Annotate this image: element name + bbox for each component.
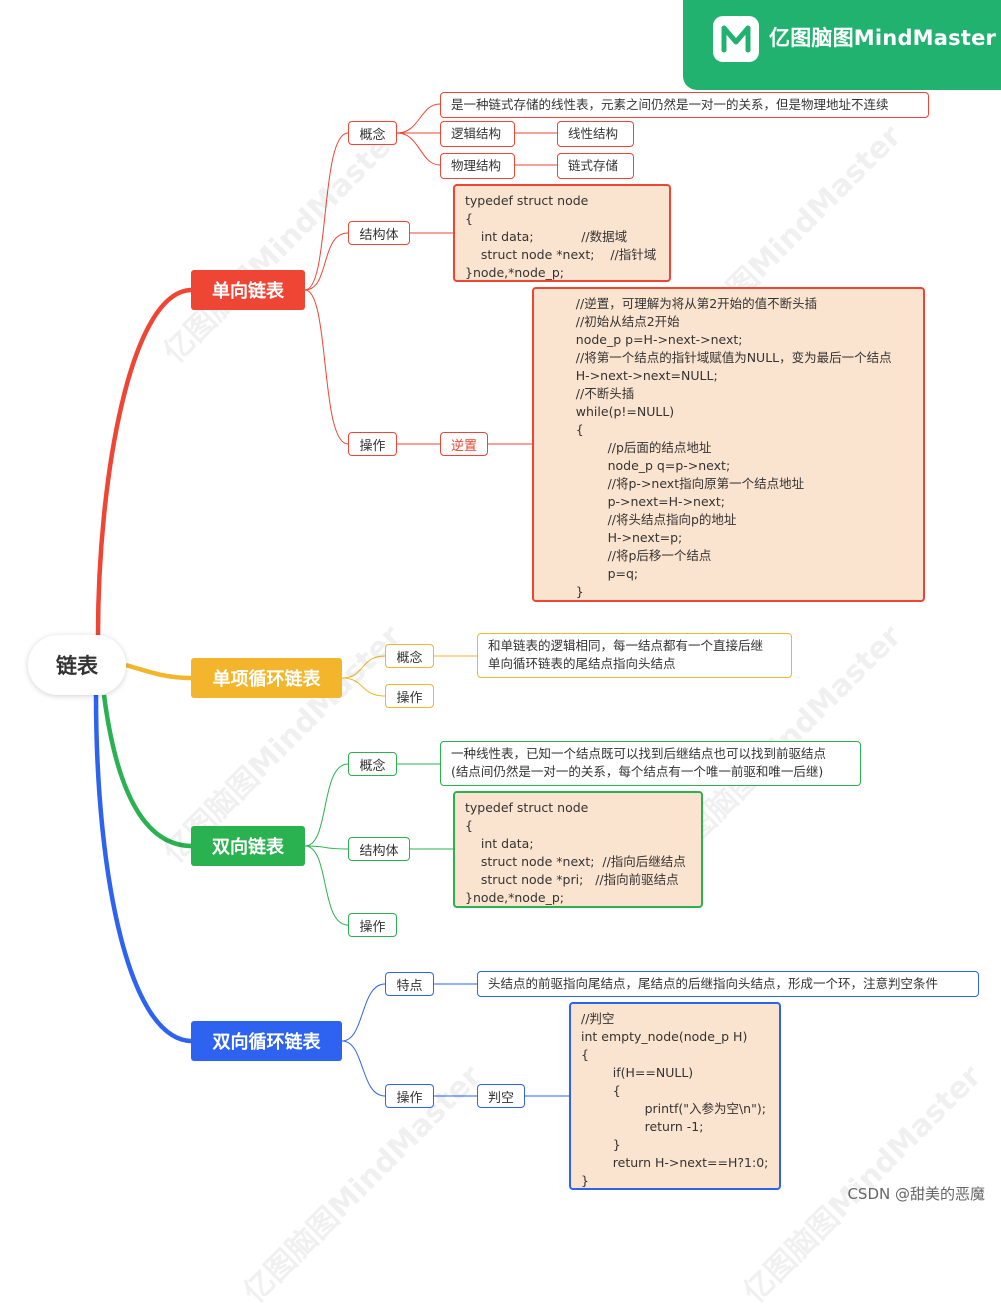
desc-line-2: (结点间仍然是一对一的关系，每个结点有一个唯一前驱和唯一后继) xyxy=(451,764,824,779)
singly-physical-node[interactable]: 物理结构 xyxy=(440,153,515,179)
singly-ops-node[interactable]: 操作 xyxy=(348,432,397,456)
branch-doubly[interactable]: 双向链表 xyxy=(191,826,305,866)
csdn-credit: CSDN @甜美的恶魔 xyxy=(847,1185,985,1203)
singly-circular-concept-desc[interactable]: 和单链表的逻辑相同，每一结点都有一个直接后继 单向循环链表的尾结点指向头结点 xyxy=(477,633,792,678)
desc-line-2: 单向循环链表的尾结点指向头结点 xyxy=(488,656,676,671)
singly-reverse-node[interactable]: 逆置 xyxy=(440,432,488,456)
desc-line-1: 一种线性表，已知一个结点既可以找到后继结点也可以找到前驱结点 xyxy=(451,746,827,761)
edge-root-singly xyxy=(95,287,193,636)
doubly-concept-node[interactable]: 概念 xyxy=(348,752,397,776)
doubly-ops-node[interactable]: 操作 xyxy=(348,913,397,937)
branch-doubly-circular[interactable]: 双向循环链表 xyxy=(191,1021,342,1061)
singly-physical-value[interactable]: 链式存储 xyxy=(557,153,634,179)
singly-logical-node[interactable]: 逻辑结构 xyxy=(440,121,515,147)
doubly-circular-ops-node[interactable]: 操作 xyxy=(385,1084,434,1108)
brand-name: 亿图脑图MindMaster xyxy=(769,26,997,50)
edge-root-doubly xyxy=(101,694,193,849)
brand-banner: 亿图脑图MindMaster xyxy=(683,0,1001,90)
doubly-circular-feature-node[interactable]: 特点 xyxy=(385,972,434,996)
singly-logical-value[interactable]: 线性结构 xyxy=(557,121,634,147)
singly-concept-node[interactable]: 概念 xyxy=(348,121,397,145)
edge-root-doubly-circular xyxy=(93,694,193,1044)
branch-singly-circular[interactable]: 单项循环链表 xyxy=(191,658,342,698)
singly-circular-concept-node[interactable]: 概念 xyxy=(385,644,434,668)
singly-struct-code[interactable]: typedef struct node { int data; //数据域 st… xyxy=(453,184,671,282)
branch-singly[interactable]: 单向链表 xyxy=(191,270,305,310)
edge-root-singly-circular xyxy=(125,662,193,681)
singly-circular-ops-node[interactable]: 操作 xyxy=(385,684,434,708)
doubly-concept-desc[interactable]: 一种线性表，已知一个结点既可以找到后继结点也可以找到前驱结点 (结点间仍然是一对… xyxy=(440,741,861,786)
doubly-circular-feature-desc[interactable]: 头结点的前驱指向尾结点，尾结点的后继指向头结点，形成一个环，注意判空条件 xyxy=(477,971,979,997)
doubly-circular-empty-node[interactable]: 判空 xyxy=(477,1084,525,1108)
doubly-struct-code[interactable]: typedef struct node { int data; struct n… xyxy=(453,791,703,908)
desc-line-1: 和单链表的逻辑相同，每一结点都有一个直接后继 xyxy=(488,638,764,653)
singly-struct-node[interactable]: 结构体 xyxy=(348,221,410,245)
mindmaster-logo-icon xyxy=(713,16,759,62)
doubly-circular-empty-code[interactable]: //判空 int empty_node(node_p H) { if(H==NU… xyxy=(569,1002,781,1190)
doubly-struct-node[interactable]: 结构体 xyxy=(348,837,410,861)
mindmap-connectors xyxy=(93,103,569,1097)
root-node[interactable]: 链表 xyxy=(28,635,126,695)
singly-concept-desc[interactable]: 是一种链式存储的线性表，元素之间仍然是一对一的关系，但是物理地址不连续 xyxy=(440,92,929,118)
singly-reverse-code[interactable]: //逆置，可理解为将从第2开始的值不断头插 //初始从结点2开始 node_p … xyxy=(532,287,925,602)
